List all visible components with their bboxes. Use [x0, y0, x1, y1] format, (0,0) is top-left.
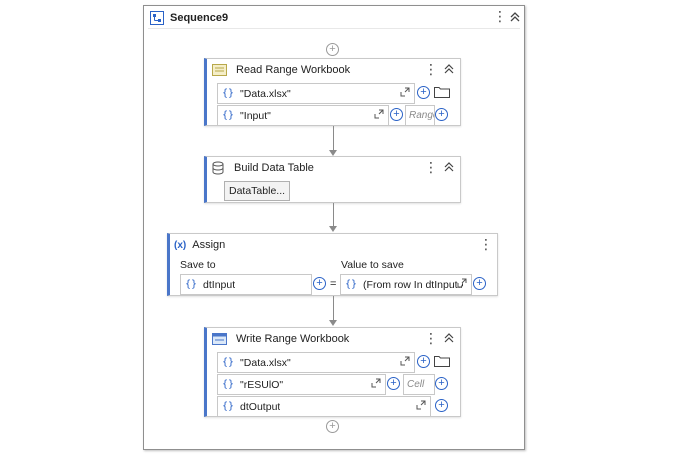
sequence-more-icon[interactable]: ⋮ [493, 8, 507, 24]
write-range-collapse-icon[interactable] [443, 332, 455, 344]
write-data-table-value: dtOutput [240, 400, 281, 413]
add-activity-top-button[interactable]: + [326, 43, 339, 56]
read-range-add-variable-button[interactable]: + [435, 108, 448, 121]
expand-icon[interactable] [400, 356, 410, 366]
write-range-activity[interactable]: Write Range Workbook ⋮ {} "Data.xlsx" + … [204, 327, 461, 417]
value-to-save-value: (From row In dtInput.A [363, 278, 464, 291]
connector-arrow [329, 320, 337, 326]
read-range-more-icon[interactable]: ⋮ [424, 61, 438, 77]
read-range-collapse-icon[interactable] [443, 63, 455, 75]
read-range-input[interactable]: Range [405, 105, 435, 126]
write-cell-add-variable-button[interactable]: + [435, 377, 448, 390]
sequence-collapse-icon[interactable] [508, 9, 522, 25]
connector-line [333, 296, 334, 321]
excel-read-icon [212, 64, 227, 76]
write-sheet-name-field[interactable]: {} "rESUlO" [217, 374, 386, 395]
expand-icon[interactable] [457, 278, 467, 288]
assign-equals: = [330, 278, 337, 290]
value-to-save-label: Value to save [341, 259, 404, 271]
expand-icon[interactable] [400, 87, 410, 97]
write-workbook-add-variable-button[interactable]: + [417, 355, 430, 368]
browse-folder-icon[interactable] [434, 355, 450, 367]
write-sheet-name-value: "rESUlO" [240, 378, 284, 391]
read-range-header: Read Range Workbook ⋮ [207, 59, 460, 81]
read-sheet-name-field[interactable]: {} "Input" [217, 105, 389, 126]
save-to-label: Save to [180, 259, 216, 271]
sequence-title: Sequence9 [170, 12, 229, 24]
build-data-table-collapse-icon[interactable] [443, 161, 455, 173]
expand-icon[interactable] [371, 378, 381, 388]
read-workbook-path-field[interactable]: {} "Data.xlsx" [217, 83, 415, 104]
data-table-button[interactable]: DataTable... [224, 181, 291, 201]
connector-arrow [329, 150, 337, 156]
assign-activity[interactable]: (x) Assign ⋮ Save to Value to save {} dt… [167, 233, 498, 296]
add-activity-bottom-button[interactable]: + [326, 420, 339, 433]
write-data-table-field[interactable]: {} dtOutput [217, 396, 431, 417]
read-sheet-add-variable-button[interactable]: + [390, 108, 403, 121]
value-add-variable-button[interactable]: + [473, 277, 486, 290]
connector-line [333, 203, 334, 227]
expression-brace-icon: {} [222, 401, 235, 412]
sequence-header[interactable]: Sequence9 [150, 9, 228, 27]
expression-brace-icon: {} [345, 279, 358, 290]
assign-variable-icon: (x) [174, 239, 187, 251]
build-data-table-activity[interactable]: Build Data Table ⋮ DataTable... [204, 156, 461, 203]
expression-brace-icon: {} [222, 88, 235, 99]
expression-brace-icon: {} [222, 379, 235, 390]
assign-more-icon[interactable]: ⋮ [479, 236, 493, 252]
write-range-title: Write Range Workbook [236, 333, 350, 345]
expression-brace-icon: {} [222, 110, 235, 121]
excel-write-icon [212, 333, 227, 345]
build-data-table-title: Build Data Table [234, 162, 314, 174]
assign-header: (x) Assign ⋮ [170, 234, 497, 256]
database-table-icon [212, 161, 224, 175]
write-data-table-add-variable-button[interactable]: + [435, 399, 448, 412]
write-range-header: Write Range Workbook ⋮ [207, 328, 460, 350]
save-to-field[interactable]: {} dtInput [180, 274, 312, 295]
write-sheet-add-variable-button[interactable]: + [387, 377, 400, 390]
expression-brace-icon: {} [185, 279, 198, 290]
connector-line [333, 126, 334, 151]
connector-arrow [329, 226, 337, 232]
read-workbook-path-value: "Data.xlsx" [240, 87, 291, 100]
expand-icon[interactable] [416, 400, 426, 410]
write-workbook-path-field[interactable]: {} "Data.xlsx" [217, 352, 415, 373]
build-data-table-more-icon[interactable]: ⋮ [424, 159, 438, 175]
read-range-title: Read Range Workbook [236, 64, 351, 76]
assign-title: Assign [192, 239, 226, 251]
sequence-icon [150, 11, 164, 25]
expression-brace-icon: {} [222, 357, 235, 368]
read-sheet-name-value: "Input" [240, 109, 271, 122]
read-workbook-add-variable-button[interactable]: + [417, 86, 430, 99]
value-to-save-field[interactable]: {} (From row In dtInput.A [340, 274, 472, 295]
write-cell-input[interactable]: Cell [403, 374, 435, 395]
expand-icon[interactable] [374, 109, 384, 119]
browse-folder-icon[interactable] [434, 86, 450, 98]
build-data-table-header: Build Data Table ⋮ [207, 157, 460, 179]
write-range-more-icon[interactable]: ⋮ [424, 330, 438, 346]
save-to-value: dtInput [203, 278, 236, 291]
read-range-activity[interactable]: Read Range Workbook ⋮ {} "Data.xlsx" + {… [204, 58, 461, 126]
save-to-add-variable-button[interactable]: + [313, 277, 326, 290]
write-workbook-path-value: "Data.xlsx" [240, 356, 291, 369]
